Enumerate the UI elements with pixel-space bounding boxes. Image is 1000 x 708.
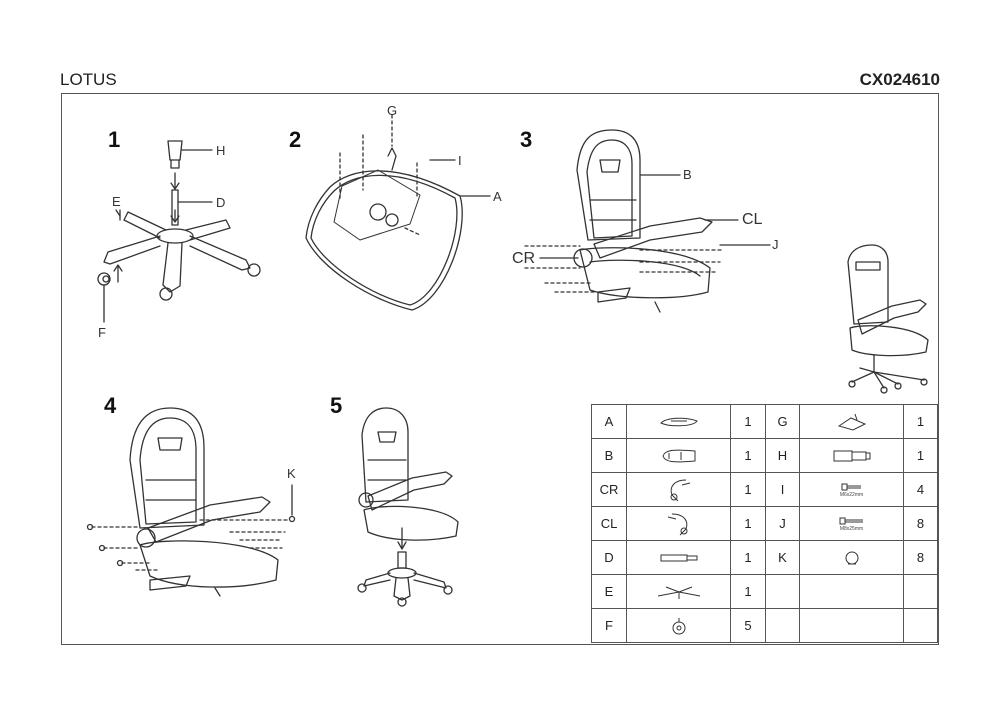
product-name: LOTUS (60, 70, 117, 89)
callout-d: D (216, 195, 226, 210)
product-code: CX024610 (859, 70, 940, 89)
part-quantity: 1 (744, 482, 752, 497)
part-quantity: 1 (744, 516, 752, 531)
cap-icon (800, 550, 903, 566)
bolt-short-icon (800, 482, 903, 492)
part-quantity: 8 (916, 550, 925, 565)
part-size-note: M8x25mm (839, 525, 864, 532)
step4-illustration (86, 407, 296, 597)
step-number-4: 4 (104, 393, 117, 418)
part-letter: D (604, 550, 614, 565)
step5-illustration (357, 407, 459, 607)
step2-illustration (305, 114, 491, 311)
step-number-1: 1 (108, 127, 121, 152)
callout-cl: CL (742, 211, 763, 228)
part-letter: CR (599, 482, 619, 497)
callout-cr: CR (512, 250, 536, 267)
part-letter: E (604, 584, 614, 599)
callout-h: H (216, 143, 226, 158)
part-quantity: 5 (744, 618, 752, 633)
part-quantity: 1 (744, 448, 752, 463)
part-quantity: 1 (916, 414, 925, 429)
part-letter: B (604, 448, 614, 463)
parts-row: CL 1 J M8x25mm 8 (591, 506, 938, 541)
step-number-2: 2 (289, 127, 302, 152)
part-letter: A (604, 414, 614, 429)
step-number-5: 5 (330, 393, 343, 418)
step-number-3: 3 (520, 127, 533, 152)
callout-k: K (287, 466, 296, 481)
assembled-chair-illustration (847, 244, 929, 394)
part-letter: J (779, 516, 786, 531)
step3-illustration (524, 129, 771, 313)
part-letter: CL (600, 516, 618, 531)
callout-f: F (98, 325, 106, 340)
armrest-right-icon (627, 477, 730, 503)
seat-plate-icon (627, 415, 730, 429)
part-letter: G (777, 414, 788, 429)
callout-i: I (458, 153, 462, 168)
star-base-icon (627, 584, 730, 600)
backrest-icon (627, 447, 730, 465)
gas-lift-icon (627, 553, 730, 563)
armrest-left-icon (627, 511, 730, 537)
gas-cover-icon (800, 449, 903, 463)
part-letter: I (780, 482, 785, 497)
callout-j: J (772, 237, 779, 252)
callout-g: G (387, 103, 398, 118)
parts-row: CR 1 I M6x22mm 4 (591, 472, 938, 507)
part-size-note: M6x22mm (839, 491, 864, 498)
step1-illustration (97, 140, 261, 323)
part-quantity: 8 (916, 516, 925, 531)
part-letter: H (777, 448, 788, 463)
parts-row: B 1 H 1 (591, 438, 938, 473)
parts-row: A 1 G 1 (591, 404, 938, 439)
part-quantity: 4 (916, 482, 925, 497)
mechanism-icon (800, 412, 903, 432)
callout-a: A (493, 189, 502, 204)
part-letter: F (605, 618, 613, 633)
caster-icon (627, 616, 730, 636)
bolt-long-icon (800, 516, 903, 526)
part-quantity: 1 (744, 584, 752, 599)
part-quantity: 1 (744, 550, 752, 565)
part-quantity: 1 (916, 448, 925, 463)
callout-b: B (683, 167, 692, 182)
part-quantity: 1 (744, 414, 752, 429)
callout-e: E (112, 194, 121, 209)
instruction-frame (61, 93, 939, 645)
parts-row: D 1 K 8 (591, 540, 938, 575)
part-letter: K (778, 550, 787, 565)
